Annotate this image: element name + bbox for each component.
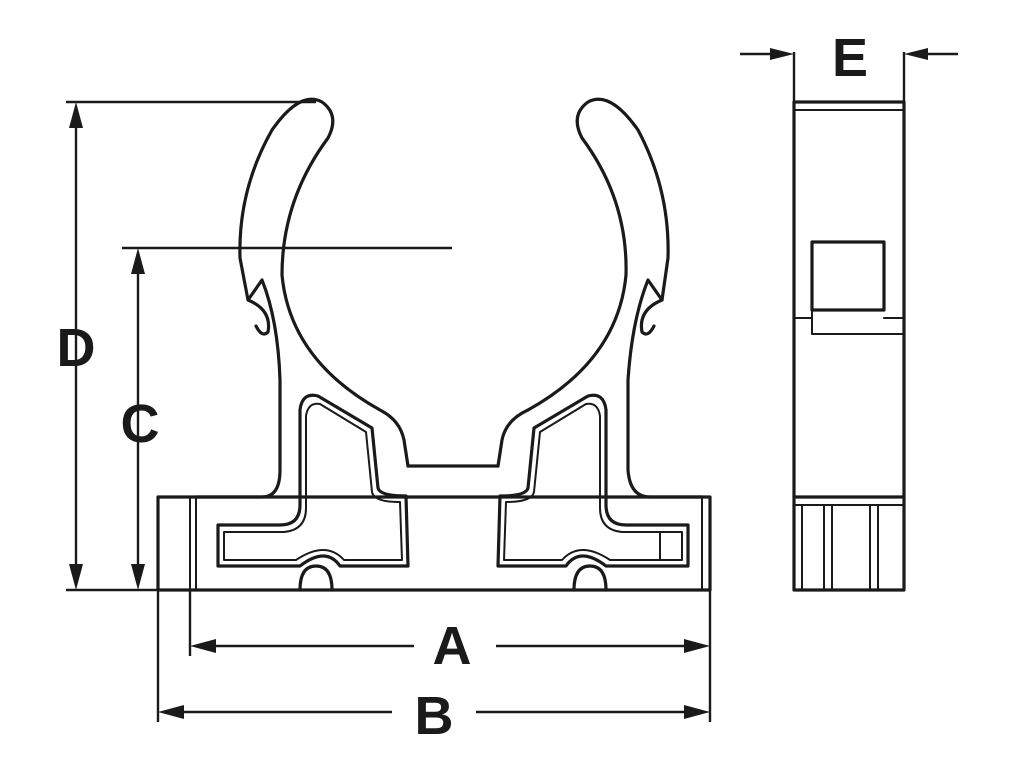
clip-pocket-left-inner xyxy=(223,402,403,561)
dim-label-C: C xyxy=(121,394,160,454)
dimension-lines xyxy=(66,48,958,722)
dim-C-arrow-top xyxy=(131,248,145,274)
screw-hole-right xyxy=(572,564,608,592)
clip-latch-left xyxy=(246,298,271,336)
dim-B-arrow-left xyxy=(158,705,184,719)
dim-A-arrow-right xyxy=(684,639,710,653)
side-view-clip xyxy=(792,100,906,592)
dim-B-extension xyxy=(156,590,712,722)
dim-label-E: E xyxy=(832,28,868,88)
dim-label-A: A xyxy=(433,616,472,676)
dim-E-arrow-left xyxy=(770,48,794,60)
side-latch-ledge xyxy=(793,309,905,335)
side-latch-box xyxy=(810,240,886,312)
screw-hole-left xyxy=(298,564,334,592)
side-body xyxy=(792,100,906,592)
side-base-ribs xyxy=(793,504,905,591)
dim-B-arrow-right xyxy=(684,705,710,719)
dim-E-arrow-right xyxy=(904,48,928,60)
front-view-clip xyxy=(156,97,712,592)
dim-A-arrow-left xyxy=(190,639,216,653)
dimension-labels: D C A B E xyxy=(57,28,869,746)
dim-D-arrow-top xyxy=(69,102,83,128)
dim-E-extension xyxy=(792,52,906,102)
clip-latch-right xyxy=(639,298,664,336)
clip-arm-left xyxy=(194,97,410,499)
dim-label-B: B xyxy=(415,686,454,746)
clip-pocket-left xyxy=(216,393,410,568)
dim-D-arrow-bottom xyxy=(69,564,83,590)
clip-pocket-right-inner xyxy=(503,402,683,561)
dim-label-D: D xyxy=(57,318,96,378)
dim-A-extension xyxy=(188,590,712,656)
clip-pocket-right xyxy=(496,393,690,568)
clip-base-inner-left xyxy=(189,496,197,591)
dim-C-arrow-bottom xyxy=(131,564,145,590)
clip-arm-right xyxy=(496,97,704,499)
clip-base-plate xyxy=(156,495,712,592)
